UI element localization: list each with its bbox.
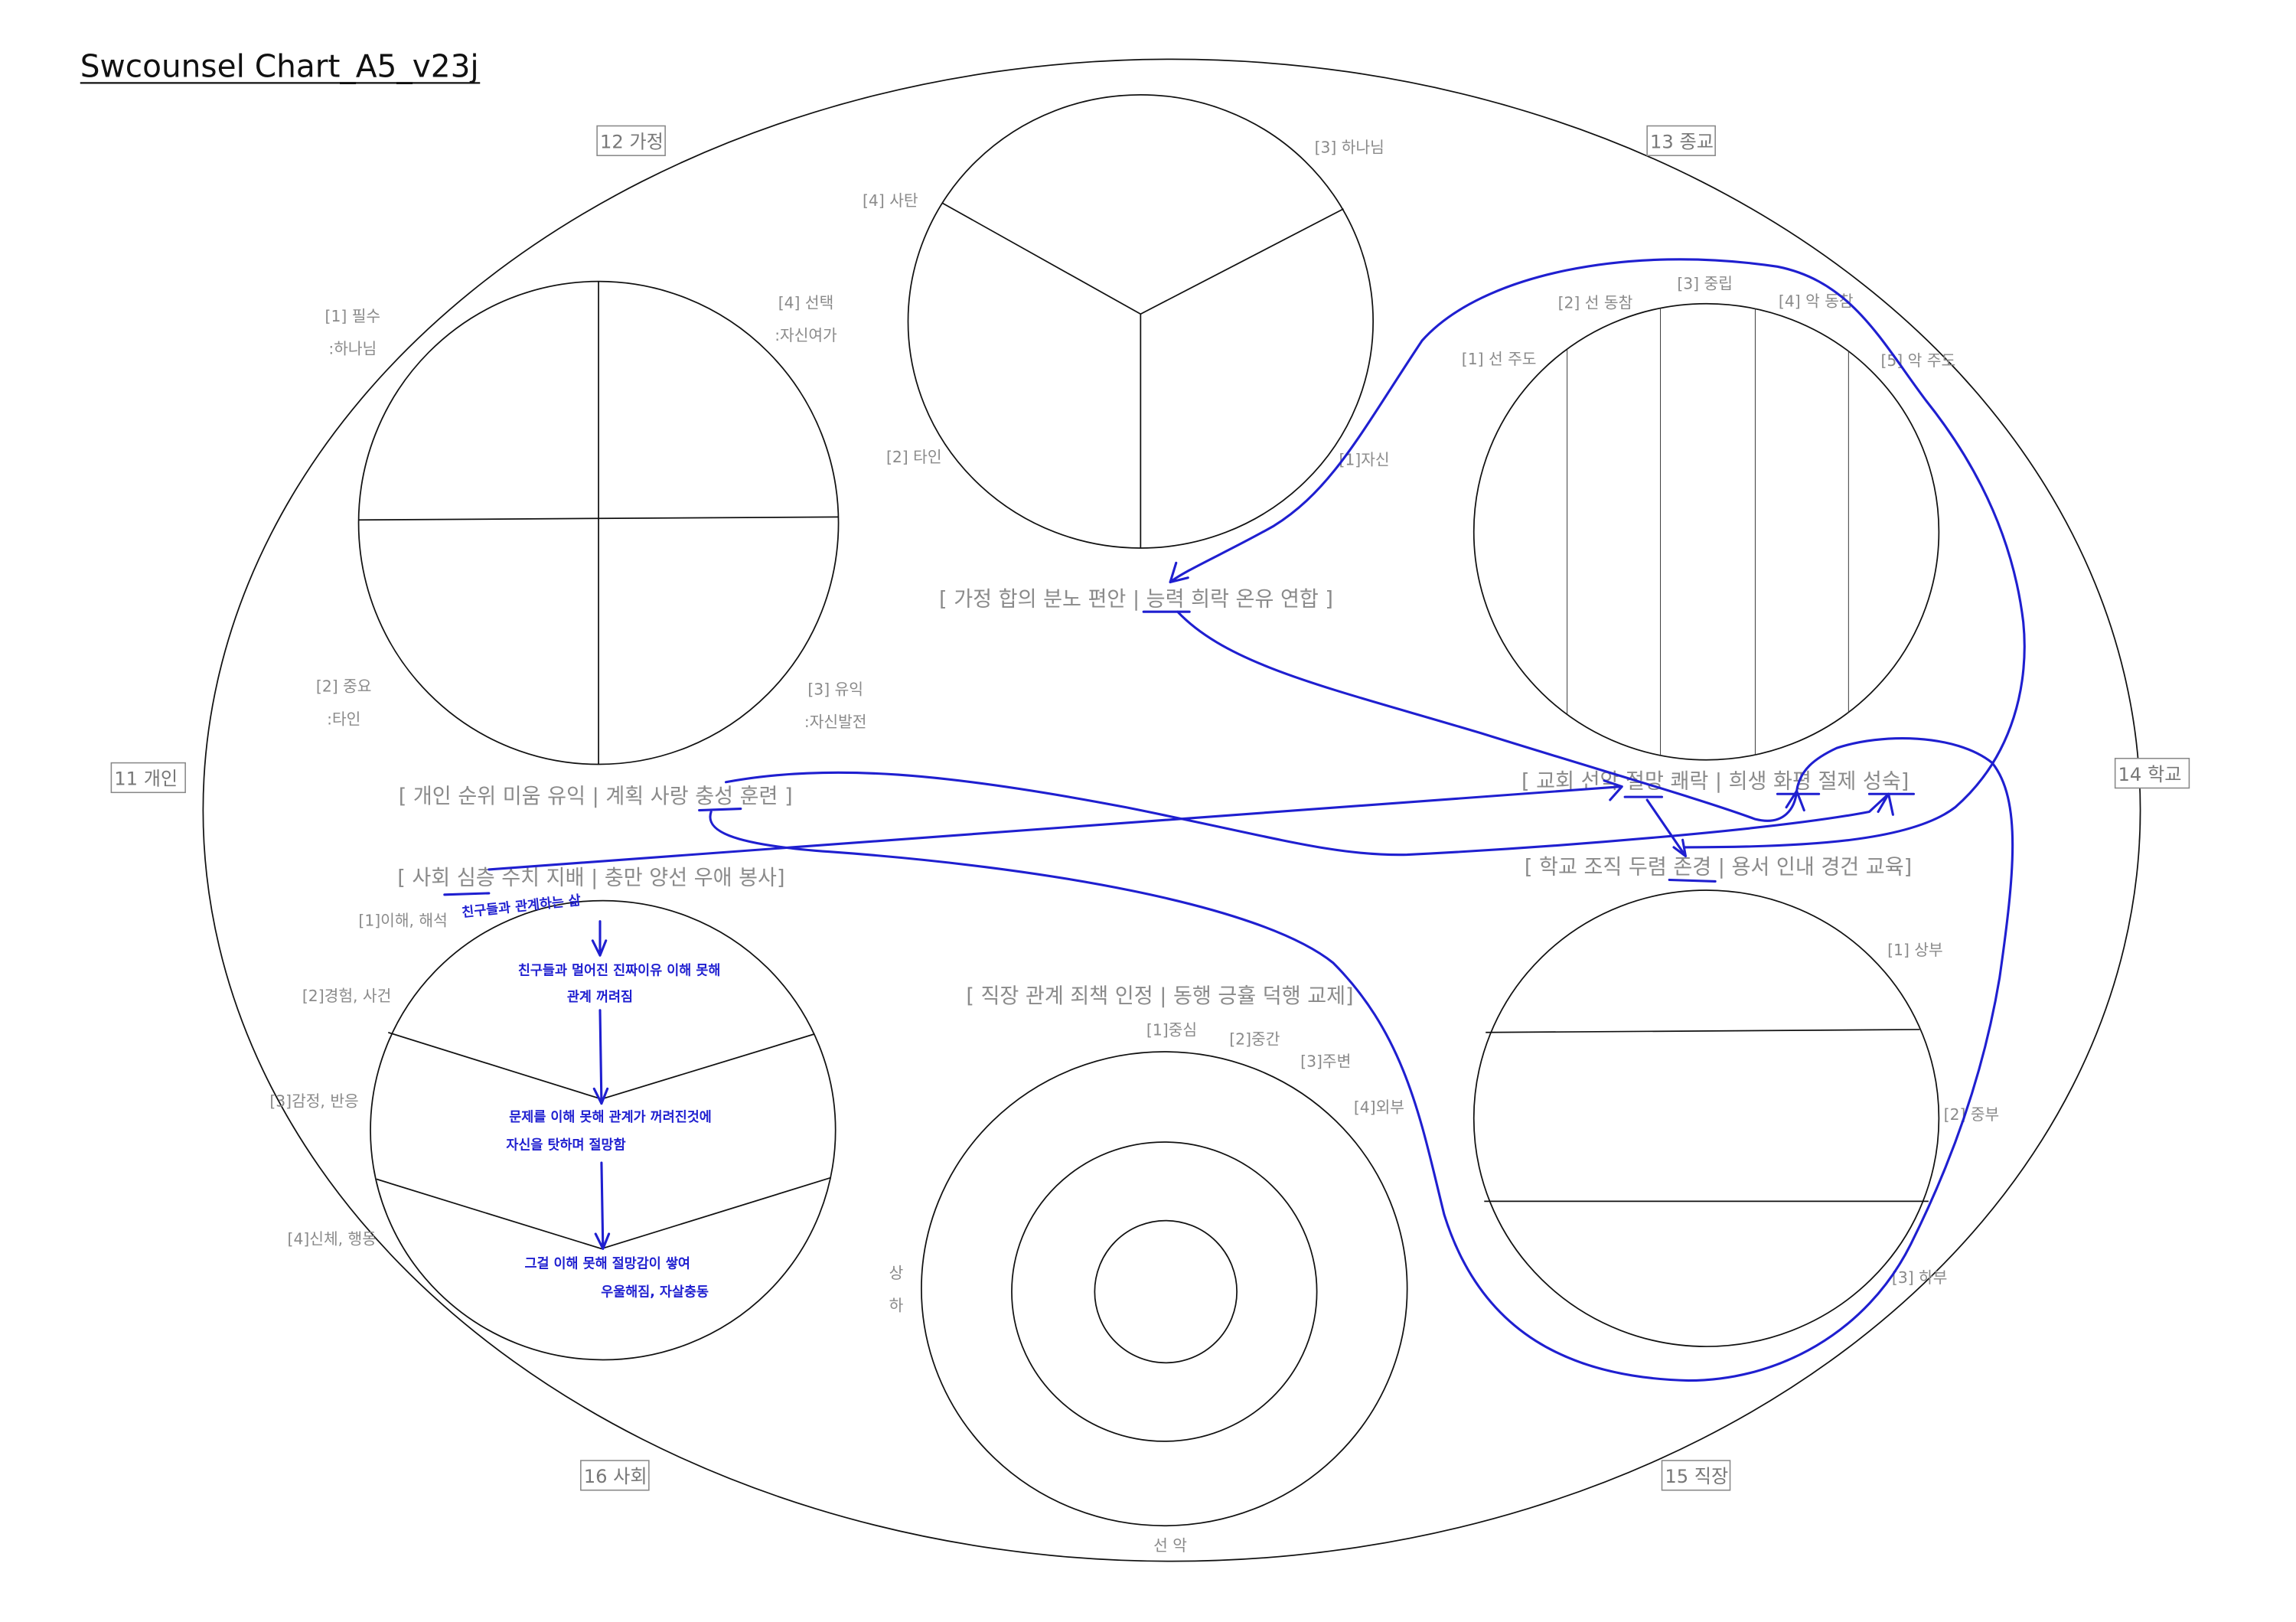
quad-label: [1] 필수: [325, 307, 381, 325]
stripe-circle: [1] 선 주도 [2] 선 동참 [3] 중립 [4] 악 동참 [5] 악 …: [1462, 274, 1955, 761]
section-box-16: 16 사회: [580, 1460, 650, 1491]
ring-label: [3]주변: [1300, 1052, 1351, 1070]
tri-label: [2] 타인: [886, 448, 942, 466]
concentric-circle: [1]중심 [2]중간 [3]주변 [4]외부 상 하 선 악: [889, 1021, 1408, 1555]
svg-text:14 학교: 14 학교: [2118, 764, 2182, 785]
svg-text:15 직장: 15 직장: [1665, 1466, 1728, 1487]
underline: [443, 892, 491, 896]
tri-label: [3] 하나님: [1315, 138, 1384, 156]
chevron-label: [1]이해, 해석: [358, 911, 447, 929]
svg-text:12 가정: 12 가정: [600, 132, 664, 153]
quad-label: :하나님: [328, 340, 377, 358]
band-label: [1] 상부: [1887, 941, 1943, 959]
note-step3: 그걸 이해 못해 절망감이 쌓여: [524, 1255, 690, 1271]
svg-text:16 사회: 16 사회: [584, 1466, 647, 1487]
virtue-line-school: [ 학교 조직 두렴 존경 | 용서 인내 경건 교육]: [1525, 856, 1912, 880]
underline: [1668, 878, 1717, 883]
quad-label: :자신여가: [775, 326, 837, 344]
section-box-14: 14 학교: [2114, 758, 2190, 789]
arrow-church-to-school: [1645, 798, 1688, 858]
arrow-loop-to-family: [1169, 258, 2026, 849]
axis-horizontal-label: 선 악: [1153, 1536, 1187, 1555]
blue-annotations: 친구들과 관계하는 삶 친구들과 멀어진 진짜이유 이해 못해 관계 꺼려짐 문…: [443, 258, 2026, 1382]
svg-text:13 종교: 13 종교: [1650, 132, 1714, 153]
band-circle: [1] 상부 [2] 중부 [3] 하부: [1473, 889, 2000, 1347]
outer-ellipse: [202, 58, 2141, 1562]
quad-label: [4] 선택: [778, 294, 834, 312]
stripe-label: [3] 중립: [1677, 274, 1733, 292]
note-top: 친구들과 관계하는 삶: [461, 893, 582, 921]
tri-label: [4] 사탄: [863, 191, 918, 210]
chevron-label: [2]경험, 사건: [302, 987, 391, 1005]
band-label: [3] 하부: [1892, 1268, 1948, 1287]
axis-bottom-label: 하: [889, 1297, 904, 1315]
section-box-12: 12 가정: [596, 125, 666, 156]
quad-label: :타인: [327, 710, 360, 728]
ring-label: [4]외부: [1354, 1098, 1404, 1116]
loop-personal-to-church: [709, 737, 2014, 1382]
section-box-15: 15 직장: [1661, 1460, 1731, 1491]
section-box-11: 11 개인: [110, 762, 186, 794]
arrow-personal-to-church: [724, 771, 1894, 857]
virtue-line-personal: [ 개인 순위 미움 유익 | 계획 사랑 충성 훈련 ]: [399, 785, 793, 808]
ring-label: [1]중심: [1146, 1021, 1197, 1039]
virtue-line-society: [ 사회 심층 수치 지배 | 충만 양선 우애 봉사]: [397, 866, 784, 889]
note-step2: 문제를 이해 못해 관계가 꺼려진것에: [509, 1110, 711, 1125]
section-box-13: 13 종교: [1646, 125, 1716, 156]
stripe-label: [1] 선 주도: [1462, 350, 1537, 368]
down-arrow: [592, 1009, 609, 1105]
down-arrow: [591, 920, 608, 957]
note-step1: 관계 꺼려짐: [567, 990, 633, 1005]
chevron-label: [4]신체, 행동: [288, 1230, 377, 1248]
tri-sector-circle: [4] 사탄 [3] 하나님 [2] 타인 [1]자신: [863, 93, 1390, 549]
note-step2: 자신을 탓하며 절망함: [506, 1137, 625, 1154]
underline: [698, 808, 742, 812]
virtue-line-work: [ 직장 관계 죄책 인정 | 동행 긍휼 덕행 교제]: [966, 984, 1353, 1008]
quad-label: [2] 중요: [316, 677, 372, 696]
down-arrow: [594, 1161, 611, 1250]
ring-label: [2]중간: [1229, 1030, 1280, 1048]
stripe-label: [2] 선 동참: [1558, 294, 1633, 312]
band-label: [2] 중부: [1944, 1105, 2000, 1124]
chart-title: Swcounsel Chart_A5_v23j: [80, 48, 479, 85]
note-step1: 친구들과 멀어진 진짜이유 이해 못해: [518, 962, 720, 978]
chevron-label: [3]감정, 반응: [269, 1092, 358, 1111]
quad-label: :자신발전: [804, 713, 867, 731]
stripe-label: [4] 악 동참: [1779, 292, 1854, 311]
virtue-line-family: [ 가정 합의 분노 편안 | 능력 희락 온유 연합 ]: [939, 587, 1333, 611]
arrow-society-to-church: [488, 779, 1623, 871]
quad-label: [3] 유익: [807, 680, 863, 699]
note-step3: 우울해짐, 자살충동: [601, 1284, 709, 1300]
quadrant-circle: [1] 필수 :하나님 [4] 선택 :자신여가 [2] 중요 :타인 [3] …: [316, 280, 867, 765]
axis-top-label: 상: [889, 1264, 904, 1282]
chevron-circle: [1]이해, 해석 [2]경험, 사건 [3]감정, 반응 [4]신체, 행동: [269, 899, 837, 1361]
svg-text:11 개인: 11 개인: [114, 769, 178, 790]
